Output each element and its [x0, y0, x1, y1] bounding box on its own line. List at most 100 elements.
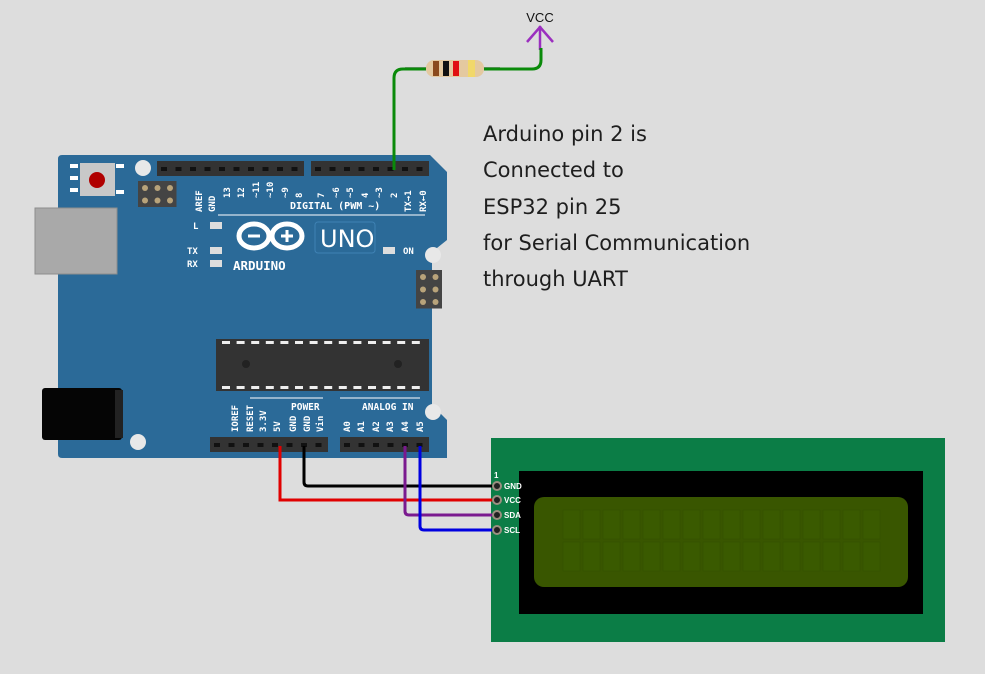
power-pin-label: Vin [315, 416, 326, 432]
header-pin[interactable] [358, 443, 365, 447]
resistor[interactable] [405, 60, 500, 77]
annotation-line: Arduino pin 2 is [483, 122, 647, 146]
header-pin[interactable] [277, 167, 283, 171]
digital-pin-label: GND [208, 195, 218, 212]
lcd-pin[interactable] [492, 495, 502, 505]
mounting-hole [130, 434, 146, 450]
brand-label: ARDUINO [233, 258, 286, 273]
icsp-header-right [416, 270, 442, 309]
led-l: L [193, 222, 222, 232]
header-pin[interactable] [228, 443, 235, 447]
digital-pin-label: TX→1 [404, 190, 414, 212]
analog-pin-label: A5 [416, 421, 426, 432]
lcd-pin[interactable] [492, 525, 502, 535]
power-pin-label: RESET [246, 404, 256, 432]
svg-text:ON: ON [403, 247, 414, 257]
wire-pin2-to-resistor[interactable] [392, 48, 543, 170]
lcd-pin-label: SCL [504, 526, 520, 535]
wire-a4-to-sda[interactable] [403, 446, 497, 517]
mounting-hole [425, 404, 441, 420]
header-pin[interactable] [204, 167, 211, 171]
header-pin[interactable] [243, 443, 249, 447]
digital-pin-label: ~10 [266, 182, 276, 198]
digital-pin-label: 12 [237, 187, 247, 198]
header-pin[interactable] [344, 167, 350, 171]
digital-pin-label: 8 [295, 193, 305, 198]
header-pin[interactable] [272, 443, 278, 447]
header-pin[interactable] [214, 443, 220, 447]
header-pin[interactable] [175, 167, 182, 171]
header-pin[interactable] [262, 167, 269, 171]
power-pin-label: IOREF [231, 405, 241, 432]
header-pin[interactable] [416, 167, 423, 171]
header-pin[interactable] [387, 443, 394, 447]
arduino-logo-icon [236, 221, 305, 251]
analog-pin-label: A1 [357, 421, 367, 432]
wire-gnd-to-gnd[interactable] [302, 446, 497, 488]
digital-pin-label: ~6 [332, 187, 342, 198]
wire-5v-to-vcc[interactable] [278, 446, 497, 502]
lcd-pin[interactable] [492, 510, 502, 520]
led-rx: RX [187, 260, 222, 270]
analog-header[interactable] [340, 437, 429, 452]
annotation-text: Arduino pin 2 is Connected to ESP32 pin … [483, 116, 750, 297]
digital-pin-label: ~11 [252, 182, 262, 198]
header-pin[interactable] [315, 443, 322, 447]
svg-text:L: L [193, 222, 199, 232]
header-pin[interactable] [387, 167, 394, 171]
digital-pin-label: 2 [390, 193, 400, 198]
header-pin[interactable] [286, 443, 293, 447]
mounting-hole [135, 160, 151, 176]
header-pin[interactable] [233, 167, 240, 171]
reset-button[interactable] [70, 163, 124, 196]
lcd-pin[interactable] [492, 481, 502, 491]
header-pin[interactable] [248, 167, 254, 171]
led-on: ON [383, 247, 414, 257]
header-pin[interactable] [161, 167, 167, 171]
header-pin[interactable] [291, 167, 298, 171]
digital-header-right[interactable] [311, 161, 429, 176]
header-pin[interactable] [373, 443, 379, 447]
analog-label: ANALOG IN [362, 402, 414, 413]
power-jack [42, 388, 122, 440]
led-tx: TX [187, 247, 222, 257]
analog-pin-label: A3 [386, 421, 396, 432]
vcc-label: VCC [526, 10, 553, 25]
lcd-pin-label: VCC [504, 496, 521, 505]
power-pin-label: 3.3V [259, 410, 269, 432]
header-pin[interactable] [190, 167, 196, 171]
power-header[interactable] [210, 437, 328, 452]
header-pin[interactable] [416, 443, 423, 447]
wire-a5-to-scl[interactable] [418, 446, 497, 532]
header-pin[interactable] [329, 167, 336, 171]
lcd-pin-label: GND [504, 482, 522, 491]
digital-pin-label: 13 [223, 187, 233, 198]
digital-pin-label: ~3 [375, 187, 385, 198]
analog-pin-label: A2 [372, 421, 382, 432]
header-pin[interactable] [402, 167, 408, 171]
header-pin[interactable] [219, 167, 225, 171]
header-pin[interactable] [315, 167, 321, 171]
annotation-line: ESP32 pin 25 [483, 194, 622, 219]
digital-pin-label: ~9 [281, 187, 291, 198]
power-pin-label: 5V [273, 421, 283, 432]
annotation-line: through UART [483, 267, 628, 292]
header-pin[interactable] [402, 443, 408, 447]
model-label: UNO [320, 225, 374, 253]
digital-label: DIGITAL (PWM ~) [290, 201, 380, 212]
digital-pin-label: ~5 [346, 187, 356, 198]
annotation-line: for Serial Communication [483, 230, 751, 255]
header-pin[interactable] [257, 443, 264, 447]
pin1-marker: 1 [494, 471, 499, 480]
header-pin[interactable] [373, 167, 379, 171]
annotation-line: Connected to [483, 158, 624, 183]
digital-pin-label: AREF [195, 190, 205, 212]
header-pin[interactable] [344, 443, 350, 447]
header-pin[interactable] [358, 167, 365, 171]
digital-header-left[interactable] [157, 161, 304, 176]
power-label: POWER [291, 402, 320, 413]
header-pin[interactable] [301, 443, 307, 447]
